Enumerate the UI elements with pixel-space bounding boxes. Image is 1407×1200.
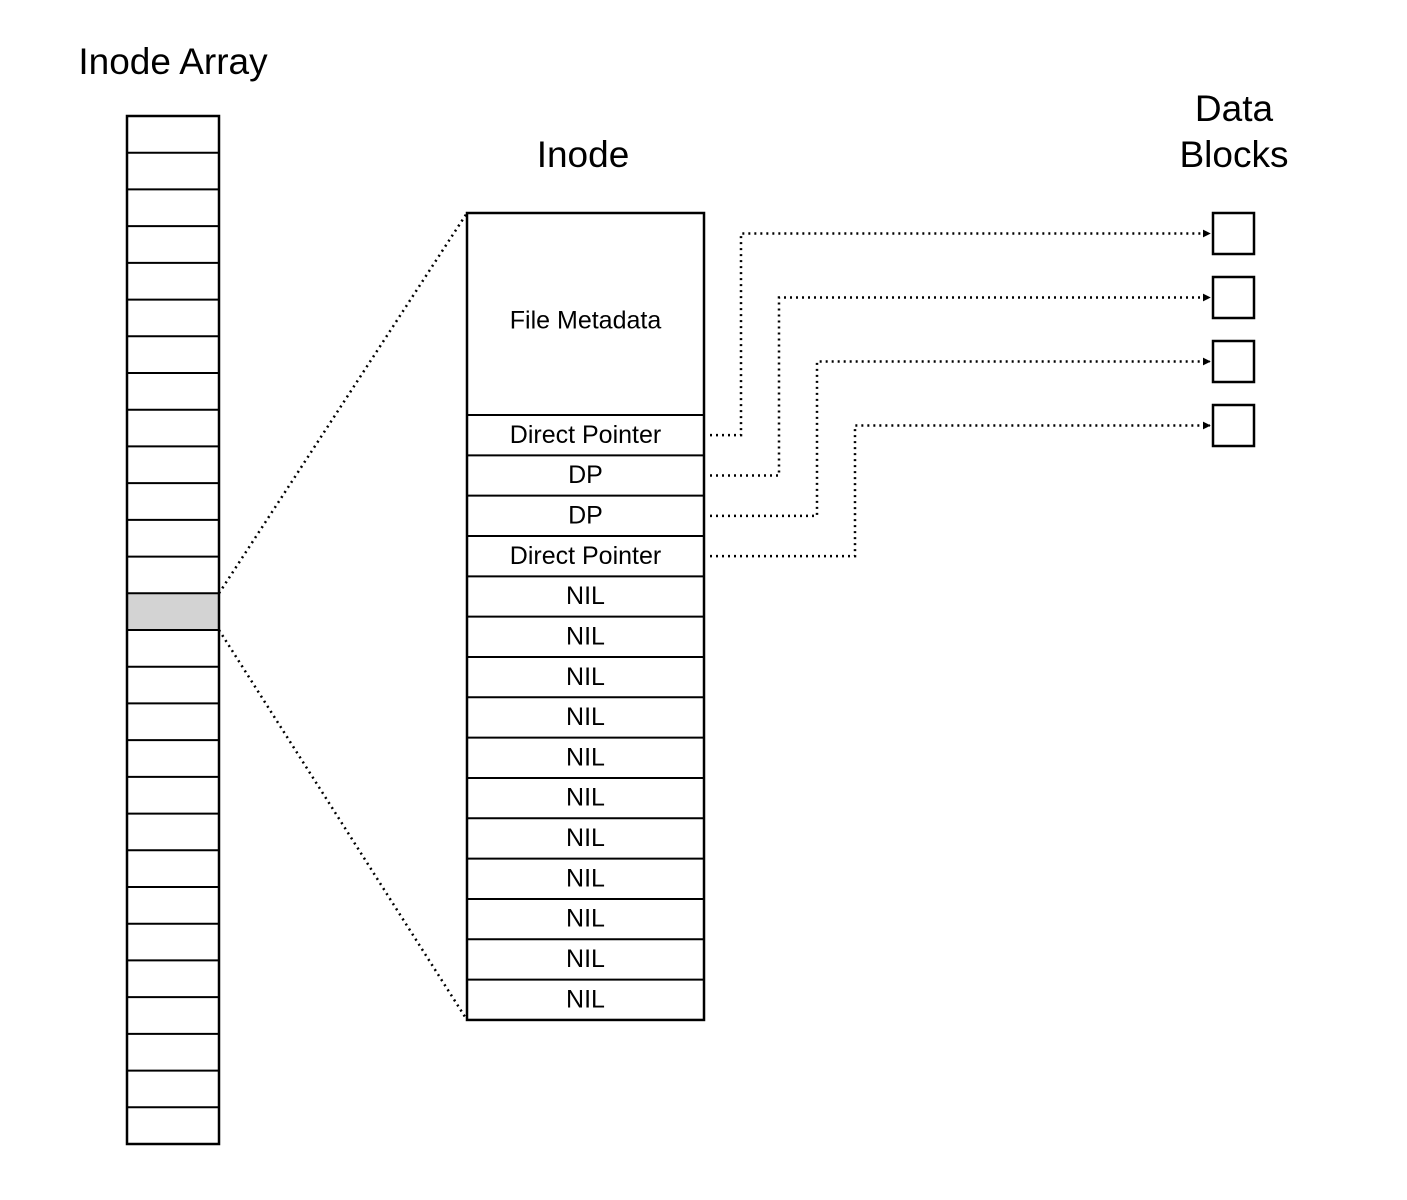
direct-pointer: Direct Pointer (510, 542, 661, 570)
inode-array-slot (127, 850, 219, 887)
inode-array (125, 114, 221, 1146)
pointer-link-arrow (710, 229, 1211, 437)
nil-pointer: NIL (566, 582, 605, 610)
inode-array-slot (127, 299, 219, 337)
inode-array-slot (127, 446, 219, 484)
inode-array-slot (127, 887, 219, 924)
inode-array-slot (127, 960, 219, 998)
inode-array-slot (127, 519, 219, 557)
nil-pointer: NIL (566, 622, 605, 650)
data-blocks-title-line1: Data (1195, 88, 1274, 129)
data-blocks-title-line2: Blocks (1180, 134, 1289, 175)
nil-pointer: NIL (566, 864, 605, 892)
inode-array-slot (127, 262, 219, 300)
file-metadata-label: File Metadata (510, 307, 662, 335)
inode-array-slot (127, 1070, 219, 1108)
nil-pointer: NIL (566, 784, 605, 812)
data-block (1211, 403, 1256, 448)
inode-array-slot (127, 630, 219, 667)
nil-pointer: NIL (566, 703, 605, 731)
inode-array-slot (127, 813, 219, 851)
inode-array-slot (127, 152, 219, 190)
inode-array-slot (127, 373, 219, 410)
pointer-link-arrow (710, 293, 1211, 477)
inode-array-slot (127, 740, 219, 777)
inode-array-slot (127, 483, 219, 520)
direct-pointer: Direct Pointer (510, 421, 661, 449)
inode-array-slot (127, 116, 219, 153)
inode-array-slot (127, 1033, 219, 1071)
inode-array-slot-selected (127, 593, 219, 630)
direct-pointer: DP (568, 461, 603, 489)
pointer-links (710, 229, 1211, 558)
inode-array-slot (127, 409, 219, 447)
pointer-link-arrow (710, 421, 1211, 558)
inode-array-title: Inode Array (78, 41, 268, 82)
inode-array-slot (127, 336, 219, 373)
inode-array-slot (127, 226, 219, 263)
data-block (1211, 211, 1256, 256)
data-block (1211, 339, 1256, 384)
nil-pointer: NIL (566, 824, 605, 852)
expansion-line-bottom (217, 629, 469, 1021)
direct-pointer: DP (568, 501, 603, 529)
nil-pointer: NIL (566, 743, 605, 771)
nil-pointer: NIL (566, 985, 605, 1013)
pointer-link-arrow (710, 357, 1211, 518)
inode-array-slot (127, 666, 219, 704)
data-blocks (1211, 211, 1256, 448)
inode-array-slot (127, 556, 219, 594)
inode-array-slot (127, 923, 219, 961)
expansion-line-top (217, 212, 469, 594)
nil-pointer: NIL (566, 945, 605, 973)
nil-pointer: NIL (566, 663, 605, 691)
inode-array-slot (127, 1107, 219, 1144)
inode-array-slot (127, 703, 219, 741)
inode-title: Inode (537, 134, 630, 175)
inode-array-slot (127, 997, 219, 1034)
data-block (1211, 275, 1256, 320)
inode-array-slot (127, 776, 219, 814)
nil-pointer: NIL (566, 905, 605, 933)
expansion-lines (217, 212, 469, 1021)
inode-array-slot (127, 189, 219, 227)
